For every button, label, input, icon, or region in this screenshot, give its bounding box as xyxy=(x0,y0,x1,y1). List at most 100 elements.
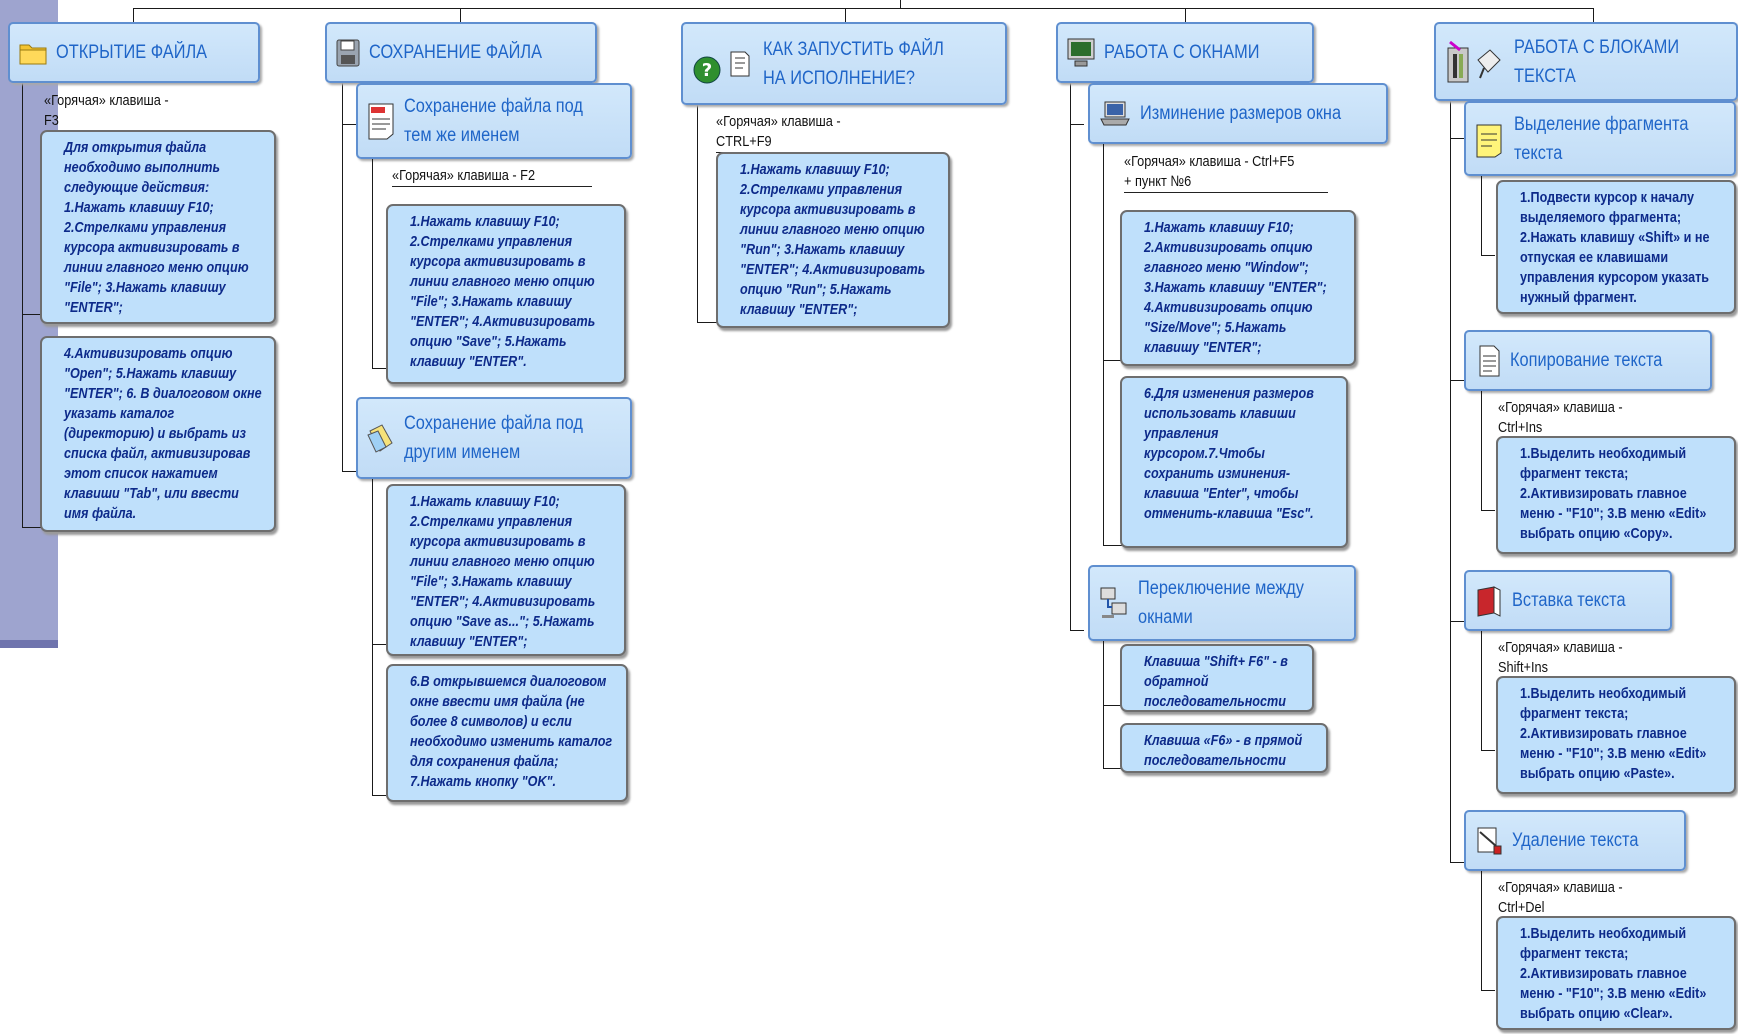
note-select-steps: 1.Подвести курсор к началу выделяемого ф… xyxy=(1496,180,1736,314)
header-title: Удаление текста xyxy=(1512,830,1639,851)
note-open-steps-2: 4.Активизировать опцию "Open"; 5.Нажать … xyxy=(40,336,276,532)
memo-icon xyxy=(366,101,396,141)
note-switch-reverse: Клавиша "Shift+ F6" - в обратной последо… xyxy=(1120,644,1314,712)
note-copy-steps: 1.Выделить необходимый фрагмент текста; … xyxy=(1496,436,1736,554)
tree-line xyxy=(697,105,698,323)
tree-branch xyxy=(1450,862,1464,863)
hotkey-label: «Горячая» клавиша - Shift+Ins xyxy=(1498,638,1690,679)
tree-branch xyxy=(22,527,42,528)
header-title: ОТКРЫТИЕ ФАЙЛА xyxy=(56,42,208,63)
header-text-blocks[interactable]: РАБОТА С БЛОКАМИ ТЕКСТА xyxy=(1434,22,1738,101)
tree-branch xyxy=(1103,545,1123,546)
floppy-disk-icon xyxy=(335,38,361,68)
tree-branch xyxy=(22,314,42,315)
header-title: Выделение фрагмента текста xyxy=(1514,113,1689,164)
tree-line xyxy=(342,83,343,471)
eraser-icon xyxy=(1474,824,1504,858)
tree-line xyxy=(1481,631,1482,751)
monitor-icon xyxy=(1066,37,1096,69)
header-save-file[interactable]: СОХРАНЕНИЕ ФАЙЛА xyxy=(325,22,597,83)
header-select-text[interactable]: Выделение фрагмента текста xyxy=(1464,101,1736,176)
tree-branch xyxy=(1450,621,1464,622)
tree-line xyxy=(1103,144,1104,546)
note-delete-steps: 1.Выделить необходимый фрагмент текста; … xyxy=(1496,916,1736,1030)
tree-line xyxy=(22,82,23,528)
tree-line xyxy=(1070,83,1071,631)
header-title: СОХРАНЕНИЕ ФАЙЛА xyxy=(369,42,543,63)
note-switch-forward: Клавиша «F6» - в прямой последовательнос… xyxy=(1120,723,1328,773)
tree-branch xyxy=(1103,705,1123,706)
header-windows[interactable]: РАБОТА С ОКНАМИ xyxy=(1056,22,1314,83)
hotkey-label: «Горячая» клавиша - F2 xyxy=(392,166,592,187)
root-connector xyxy=(900,0,901,8)
connector xyxy=(1593,8,1594,22)
tree-branch xyxy=(1103,360,1123,361)
network-icon xyxy=(1098,585,1130,621)
header-copy-text[interactable]: Копирование текста xyxy=(1464,330,1712,391)
tree-line xyxy=(372,479,373,795)
hotkey-label: «Горячая» клавиша - CTRL+F9 xyxy=(716,112,918,153)
top-connector xyxy=(133,8,1593,9)
header-title: РАБОТА С БЛОКАМИ ТЕКСТА xyxy=(1514,36,1680,87)
hotkey-label: «Горячая» клавиша - Ctrl+F5 + пункт №6 xyxy=(1124,152,1328,193)
note-save-other-steps-1: 1.Нажать клавишу F10; 2.Стрелками управл… xyxy=(386,484,626,656)
header-title: Копирование текста xyxy=(1510,350,1663,371)
header-delete-text[interactable]: Удаление текста xyxy=(1464,810,1686,871)
note-open-steps-1: Для открытия файла необходимо выполнить … xyxy=(40,130,276,324)
header-run-file[interactable]: ? КАК ЗАПУСТИТЬ ФАЙЛ НА ИСПОЛНЕНИЕ? xyxy=(681,22,1007,105)
tree-branch xyxy=(342,471,356,472)
header-title: КАК ЗАПУСТИТЬ ФАЙЛ НА ИСПОЛНЕНИЕ? xyxy=(763,38,944,89)
header-open-file[interactable]: ОТКРЫТИЕ ФАЙЛА xyxy=(8,22,260,83)
pen-icon xyxy=(1444,38,1506,86)
header-save-other-name[interactable]: Сохранение файла под другим именем xyxy=(356,397,632,479)
tree-branch xyxy=(1481,750,1495,751)
left-decor-bar xyxy=(0,0,58,648)
header-title: Сохранение файла под тем же именем xyxy=(404,96,583,146)
svg-text:?: ? xyxy=(702,60,712,81)
connector xyxy=(460,8,461,22)
tree-branch xyxy=(342,124,356,125)
folder-icon xyxy=(18,39,48,67)
note-paste-steps: 1.Выделить необходимый фрагмент текста; … xyxy=(1496,676,1736,794)
note-resize-steps-1: 1.Нажать клавишу F10; 2.Активизировать о… xyxy=(1120,210,1356,366)
header-title: Переключение между окнами xyxy=(1138,578,1304,628)
header-switch-windows[interactable]: Переключение между окнами xyxy=(1088,565,1356,641)
tree-branch xyxy=(1450,380,1464,381)
tree-branch xyxy=(1450,138,1464,139)
connector xyxy=(845,8,846,22)
tree-branch xyxy=(697,322,717,323)
note-save-other-steps-2: 6.В открывшемся диалоговом окне ввести и… xyxy=(386,664,628,802)
hotkey-label: «Горячая» клавиша - F3 xyxy=(44,91,200,132)
tree-branch xyxy=(372,368,386,369)
hotkey-label: «Горячая» клавиша - Ctrl+Ins xyxy=(1498,398,1686,439)
question-icon: ? xyxy=(691,44,755,84)
tree-line xyxy=(1481,176,1482,256)
tree-branch xyxy=(372,795,386,796)
book-icon xyxy=(1474,584,1504,618)
laptop-icon xyxy=(1098,99,1132,129)
document-icon xyxy=(1474,343,1502,379)
tree-line xyxy=(1450,101,1451,863)
header-title: Сохранение файла под другим именем xyxy=(404,413,583,463)
tree-branch xyxy=(372,644,386,645)
header-save-same-name[interactable]: Сохранение файла под тем же именем xyxy=(356,83,632,159)
header-resize-window[interactable]: Изминение размеров окна xyxy=(1088,83,1388,144)
tree-branch xyxy=(1070,630,1084,631)
tree-branch xyxy=(1070,124,1084,125)
connector xyxy=(133,8,134,22)
note-resize-steps-2: 6.Для изменения размеров использовать кл… xyxy=(1120,376,1348,548)
tree-line xyxy=(372,159,373,369)
tree-branch xyxy=(1481,255,1495,256)
tree-line xyxy=(1481,391,1482,511)
tree-line xyxy=(1481,871,1482,991)
files-icon xyxy=(366,421,396,455)
tree-branch xyxy=(1481,990,1495,991)
note-run-steps: 1.Нажать клавишу F10; 2.Стрелками управл… xyxy=(716,152,950,328)
hotkey-label: «Горячая» клавиша - Ctrl+Del xyxy=(1498,878,1686,919)
left-decor-bar-edge xyxy=(0,640,58,648)
header-title: РАБОТА С ОКНАМИ xyxy=(1104,42,1260,63)
header-title: Вставка текста xyxy=(1512,590,1626,611)
header-paste-text[interactable]: Вставка текста xyxy=(1464,570,1672,631)
connector xyxy=(1185,8,1186,22)
tree-branch xyxy=(1481,510,1495,511)
